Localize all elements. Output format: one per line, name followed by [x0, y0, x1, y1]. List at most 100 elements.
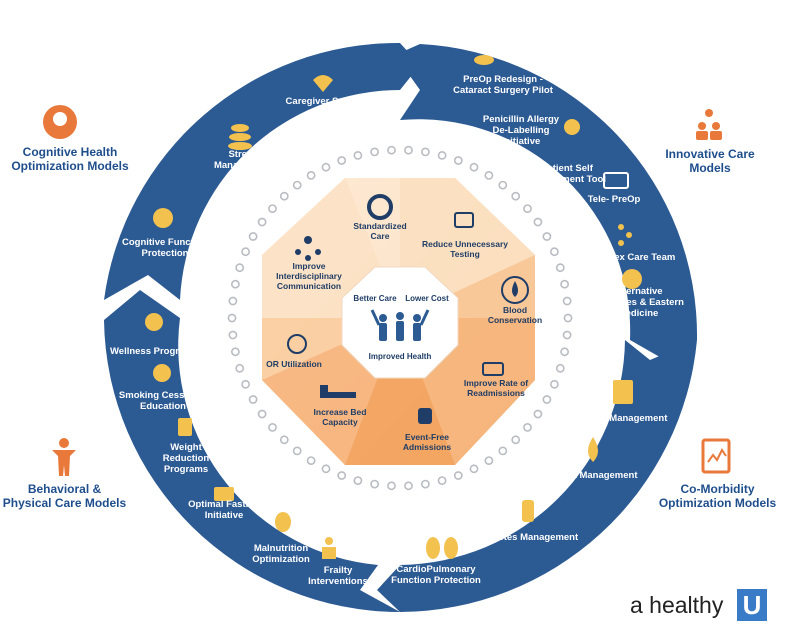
ring-dot: [248, 395, 258, 404]
scale-icon: [178, 418, 192, 436]
ring-dot: [560, 347, 569, 357]
person-stretch-icon: [52, 438, 76, 476]
ring-dot: [563, 313, 573, 323]
ring-dot: [533, 217, 543, 227]
ring-dot: [353, 476, 363, 485]
ring-dot: [235, 263, 245, 273]
ring-dot: [306, 456, 316, 465]
ring-segment-innovative: [395, 44, 698, 360]
brain-icon: [43, 105, 77, 139]
ring-wellness: Wellness Programs: [109, 346, 198, 357]
ring-dot: [523, 422, 532, 432]
clipboard-chart-icon: [701, 438, 731, 474]
ring-dot: [555, 263, 565, 273]
ring-dot: [268, 422, 277, 432]
ring-dot: [230, 347, 240, 357]
monitor-icon: [603, 172, 629, 189]
inner-blood: Blood Conservation: [487, 305, 543, 325]
ring-dot: [437, 150, 447, 160]
ring-self-assessment: Patient Self Assessment Tool: [528, 163, 606, 185]
ring-fasting: Optimal Fasting Initiative: [188, 499, 260, 521]
fasting-icon: [214, 487, 234, 501]
yinyang-icon: [622, 269, 642, 289]
test-chart-icon: [454, 212, 474, 228]
ring-dot: [306, 170, 316, 180]
inner-bed-capacity: Increase Bed Capacity: [313, 407, 367, 427]
ring-dot: [498, 446, 508, 456]
ring-dot: [228, 296, 238, 306]
ring-dot: [542, 232, 552, 241]
ring-segment-cognitive: [104, 42, 420, 300]
ring-dot: [268, 204, 277, 213]
ring-dot: [227, 313, 237, 323]
ring-dot: [257, 409, 267, 419]
inner-reduce-testing: Reduce Unnecessary Testing: [422, 239, 508, 259]
bed-icon: [320, 385, 356, 398]
blood-drop-icon: [501, 276, 529, 304]
ring-dot: [370, 147, 379, 157]
ring-diabetes: Diabetes Management: [477, 532, 579, 543]
inner-event-free: Event-Free Admissions: [402, 432, 452, 452]
ring-dot: [542, 395, 552, 404]
walker-icon: [322, 537, 336, 559]
stones-icon: [228, 124, 252, 150]
no-smoking-icon: [153, 364, 171, 382]
thumbs-up-icon: [418, 408, 432, 424]
ring-tele-preop: Tele- PreOp: [587, 194, 641, 205]
brand-logo: U: [737, 589, 767, 621]
ring-weight: Weight Reduction Programs: [162, 442, 210, 475]
inner-readmissions: Improve Rate of Readmissions: [463, 378, 529, 398]
inner-standardized: Standardized Care: [353, 221, 407, 241]
glucometer-icon: [522, 500, 534, 522]
network-people-icon: [295, 236, 321, 261]
ring-dot: [550, 247, 559, 257]
lightbulb-people-icon: [696, 109, 722, 140]
ring-dot: [550, 379, 559, 389]
ring-dot: [404, 481, 413, 491]
ring-caregiver: Caregiver Support: [285, 96, 369, 107]
lungs-icon: [426, 537, 458, 559]
ring-dot: [562, 296, 572, 306]
ring-dot: [437, 476, 447, 485]
ring-dot: [321, 162, 331, 172]
ring-dot: [511, 435, 521, 445]
ring-dot: [484, 170, 494, 180]
eye-icon: [474, 55, 494, 65]
ring-frailty: Frailty Interventions: [308, 565, 368, 587]
ring-smoking: Smoking Cessation Education: [118, 390, 208, 412]
ring-stress: Stress Management: [213, 149, 273, 171]
or-money-icon: [287, 334, 307, 354]
ring-dot: [279, 191, 289, 201]
category-behavioral: Behavioral & Physical Care Models: [2, 482, 127, 510]
stomach-icon: [275, 512, 291, 532]
category-cognitive: Cognitive Health Optimization Models: [11, 145, 129, 173]
ring-dot: [404, 145, 413, 155]
ring-dot: [453, 156, 463, 165]
team-network-icon: [618, 224, 632, 246]
ring-dot: [228, 330, 238, 340]
head-heart-icon: [153, 208, 173, 228]
dotted-ring: [227, 145, 573, 491]
ring-segment-comorbidity: [377, 340, 697, 612]
ring-malnutrition: Malnutrition Optimization: [252, 543, 310, 565]
ring-dot: [469, 464, 479, 474]
inner-or-utilization: OR Utilization: [266, 359, 322, 369]
center-better-care: Better Care: [353, 294, 397, 303]
ring-dot: [370, 479, 379, 489]
ring-segment-behavioral: [104, 290, 400, 612]
outer-ring: [104, 42, 698, 612]
ring-cognitive-function: Cognitive Function Protection: [121, 237, 209, 259]
ring-complex-care: Complex Care Team: [584, 252, 676, 263]
ring-dot: [235, 363, 245, 373]
ring-penicillin: Penicillin Allergy De-Labelling Initiati…: [482, 114, 560, 147]
ring-dot: [555, 363, 565, 373]
ring-dot: [337, 471, 347, 480]
ring-dot: [241, 247, 250, 257]
ring-dot: [498, 180, 508, 190]
ring-dot: [511, 191, 521, 201]
ring-preop-redesign: PreOp Redesign - Cataract Surgery Pilot: [453, 74, 553, 96]
ring-dot: [387, 481, 396, 491]
ring-dot: [484, 456, 494, 465]
